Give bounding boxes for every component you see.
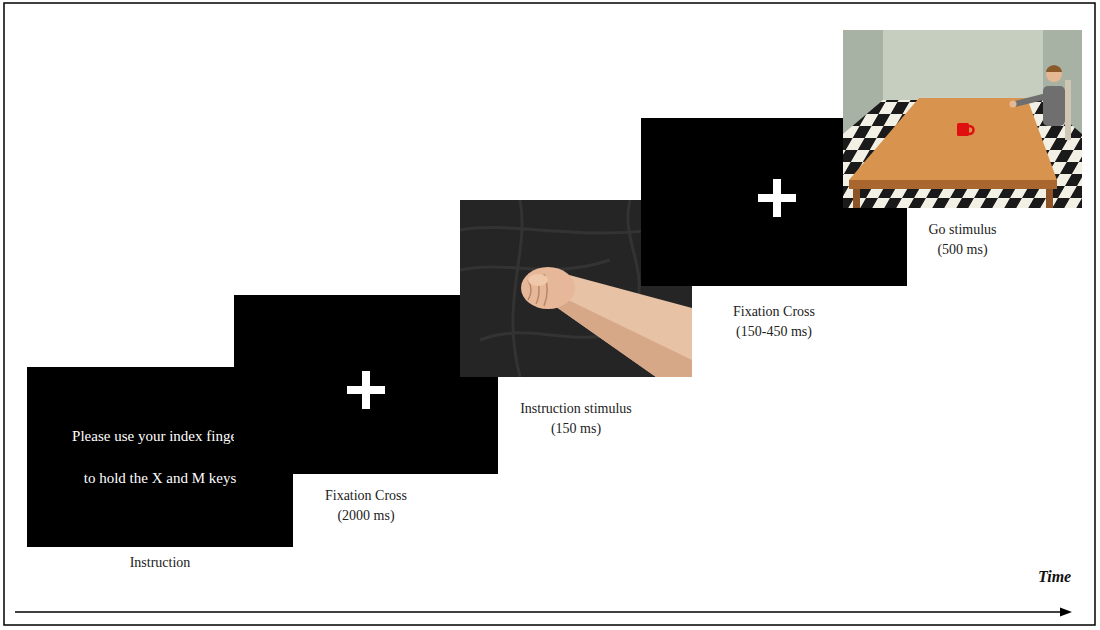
cup-handle	[969, 126, 974, 134]
cross-bar	[773, 179, 781, 217]
person-torso	[1043, 86, 1065, 126]
person-hand	[1010, 101, 1017, 108]
thumb	[528, 274, 548, 286]
axis-label: Time	[1038, 568, 1071, 586]
knuckle-lines	[528, 274, 547, 306]
red-cup	[957, 123, 969, 136]
screen-panel: Fixation Cross (2000 ms)	[234, 295, 498, 474]
fist	[521, 267, 575, 309]
table-edge	[849, 180, 1057, 189]
fixation-cross	[234, 295, 498, 474]
table-leg	[1046, 189, 1053, 208]
table-leg	[853, 189, 860, 208]
room-scene	[843, 30, 1082, 208]
outer-border	[4, 3, 1095, 625]
back-wall	[843, 30, 1082, 208]
table-top	[849, 98, 1057, 180]
person-hair	[1046, 65, 1062, 72]
screen-caption: Instruction	[100, 553, 220, 573]
screen-caption: Go stimulus (500 ms)	[920, 220, 1005, 261]
screen-panel: Go stimulus (500 ms)	[843, 30, 1082, 208]
time-axis	[15, 611, 1062, 612]
person-head	[1046, 66, 1062, 82]
screen-caption: Instruction stimulus (150 ms)	[511, 399, 641, 440]
time-arrowhead	[1060, 608, 1072, 617]
forearm-shade	[552, 296, 692, 377]
person-arm	[1015, 96, 1047, 104]
screen-caption: Fixation Cross (2000 ms)	[316, 486, 416, 527]
instruction-text: Please use your index fingers to hold th…	[68, 415, 253, 499]
right-wall	[1043, 30, 1082, 134]
chair-back	[1065, 80, 1071, 140]
cross-bar	[362, 371, 370, 409]
screen-caption: Fixation Cross (150-450 ms)	[724, 302, 824, 343]
